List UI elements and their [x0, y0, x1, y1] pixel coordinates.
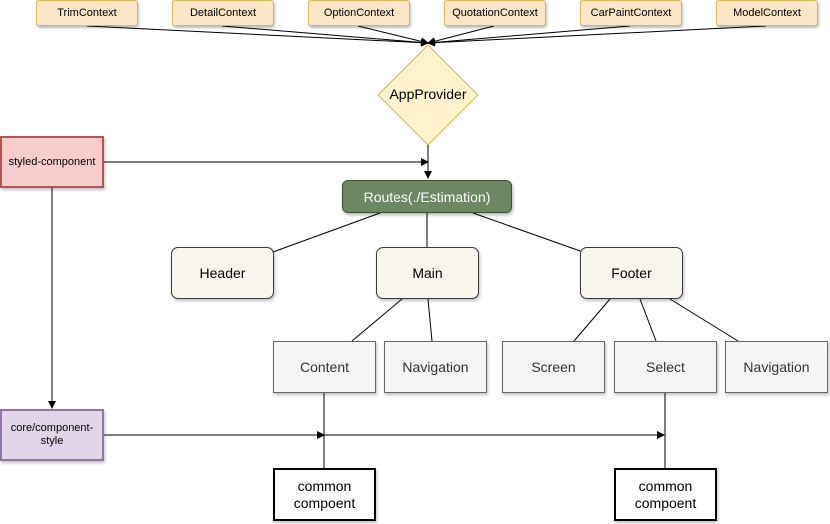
main-content-node: Content [273, 341, 376, 393]
context-option: OptionContext [308, 0, 410, 26]
footer-screen-node: Screen [502, 341, 605, 393]
context-trim: TrimContext [36, 0, 138, 26]
common-component-right: common compoent [614, 468, 717, 521]
main-node: Main [376, 247, 479, 299]
context-detail: DetailContext [172, 0, 274, 26]
routes-node: Routes(./Estimation) [342, 180, 512, 213]
common-edges [323, 393, 666, 468]
core-component-style-node: core/component-style [0, 409, 104, 461]
footer-node: Footer [580, 247, 683, 299]
common-component-left: common compoent [273, 468, 376, 521]
context-quotation: QuotationContext [444, 0, 546, 26]
context-model: ModelContext [716, 0, 818, 26]
header-node: Header [171, 247, 274, 299]
styled-component-node: styled-component [0, 136, 104, 188]
footer-children-edges [573, 298, 739, 342]
main-navigation-node: Navigation [384, 341, 487, 393]
routes-layout-edges [272, 212, 584, 253]
main-children-edges [351, 298, 433, 342]
app-provider-label: AppProvider [389, 86, 467, 102]
footer-navigation-node: Navigation [725, 341, 828, 393]
footer-select-node: Select [614, 341, 717, 393]
context-edges [86, 25, 767, 47]
context-carpaint: CarPaintContext [580, 0, 682, 26]
